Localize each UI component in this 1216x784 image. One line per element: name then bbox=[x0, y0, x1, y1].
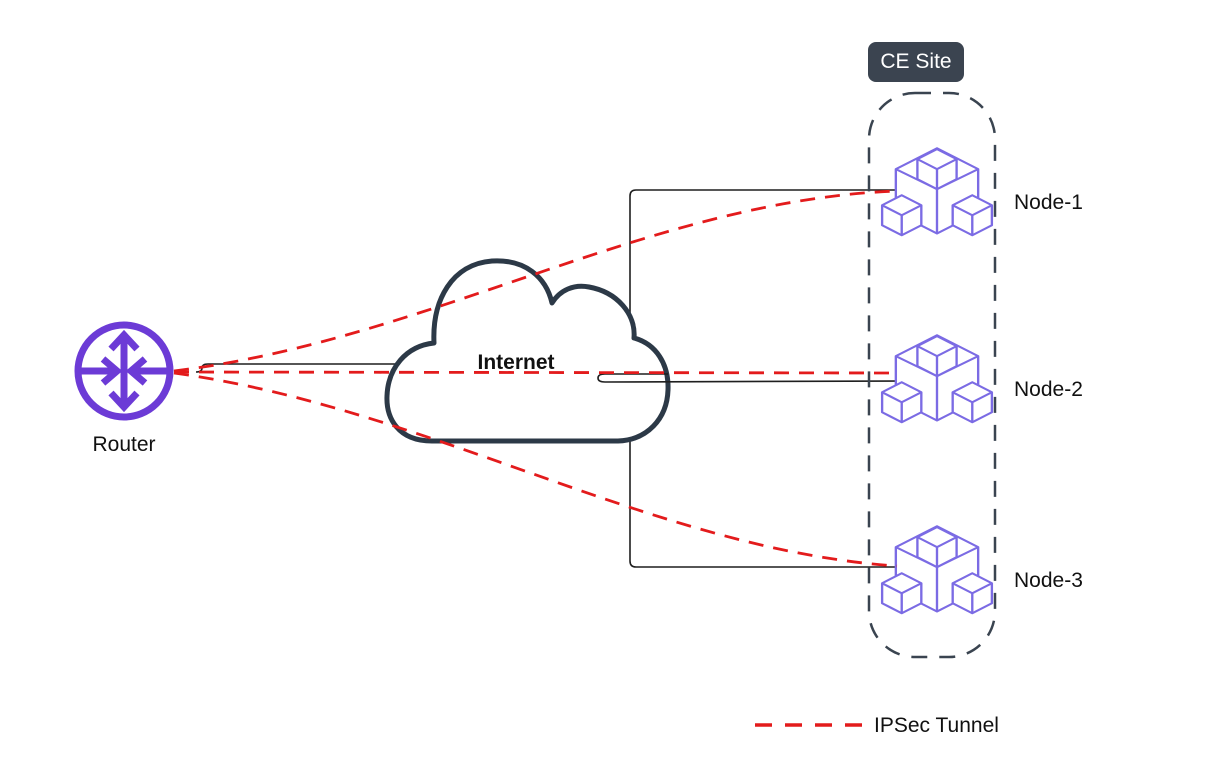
nodes-layer bbox=[882, 148, 992, 613]
internet-label: Internet bbox=[477, 351, 555, 374]
router-label: Router bbox=[92, 433, 156, 456]
node-icon-1 bbox=[882, 148, 992, 235]
router-arrowhead-down bbox=[108, 390, 140, 413]
ipsec-tunnel-node1 bbox=[173, 189, 898, 373]
internet-node2-link bbox=[597, 373, 906, 383]
ce-site-badge: CE Site bbox=[868, 42, 964, 82]
legend-label: IPSec Tunnel bbox=[874, 714, 999, 737]
internet-node1-node3-trunk bbox=[629, 189, 905, 568]
router-arrowhead-left-in bbox=[125, 356, 148, 386]
router-icon bbox=[74, 321, 174, 421]
router-arrowhead-right-in bbox=[100, 356, 123, 386]
router-arrowhead-up bbox=[108, 329, 140, 352]
node-icon-2 bbox=[882, 335, 992, 422]
ipsec-tunnels bbox=[173, 189, 898, 568]
node-icon-3 bbox=[882, 526, 992, 613]
node-label-3: Node-3 bbox=[1014, 569, 1083, 592]
ce-site-boundary bbox=[867, 91, 997, 659]
node-label-1: Node-1 bbox=[1014, 191, 1083, 214]
ipsec-tunnel-node2 bbox=[173, 370, 898, 375]
ipsec-tunnel-node3 bbox=[173, 371, 898, 568]
node-label-2: Node-2 bbox=[1014, 378, 1083, 401]
